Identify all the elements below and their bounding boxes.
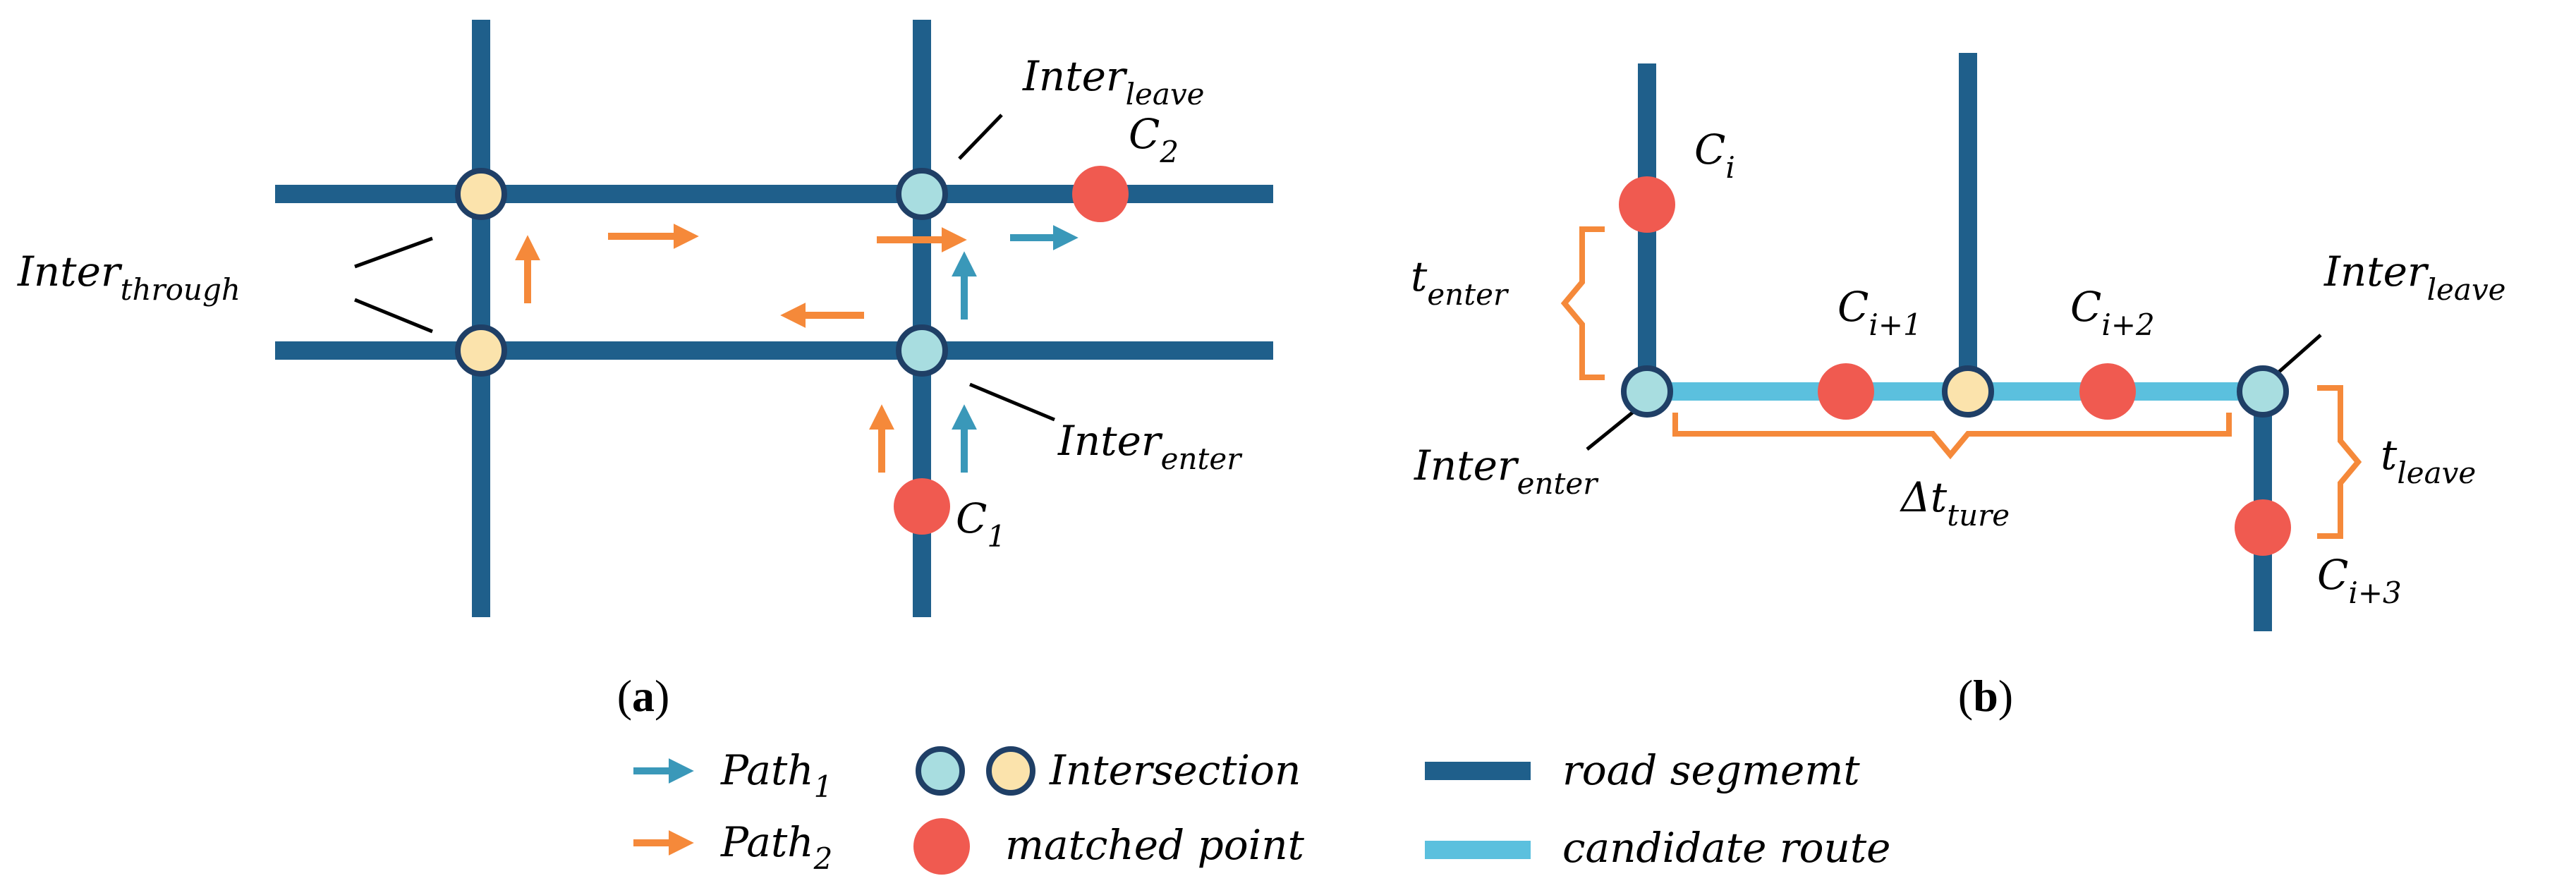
label-inter-leave-a: Interleave: [1022, 52, 1205, 111]
leader-lines-a: [354, 114, 1055, 422]
label-delta-t: Δtture: [1900, 473, 2010, 533]
intersection-blue: [896, 168, 948, 220]
label-inter-enter-a: Interenter: [1057, 417, 1243, 476]
path2-arrows-a: [515, 224, 967, 473]
label-inter-through: Interthrough: [17, 248, 241, 307]
label-t-enter: tenter: [1411, 253, 1509, 312]
matched-point-ci2: [2079, 363, 2136, 420]
bracket-t-leave: [2317, 385, 2362, 539]
intersection-yellow: [455, 168, 507, 220]
matched-point-c1: [894, 478, 950, 535]
caption-b: (b): [1958, 671, 2013, 721]
road-network-a: [275, 20, 1273, 617]
matched-point-c2: [1072, 166, 1129, 222]
leader-line: [1586, 409, 1636, 451]
legend-intersection-blue: [916, 746, 965, 796]
label-ci: Ci: [1694, 126, 1735, 185]
leader-line: [958, 114, 1003, 160]
brackets-b: [1560, 226, 2362, 539]
leader-lines-b: [1586, 334, 2322, 451]
intersection-yellow: [455, 324, 507, 377]
label-inter-leave-b: Interleave: [2323, 248, 2506, 307]
leader-line: [969, 382, 1055, 422]
intersection-yellow: [1942, 365, 1994, 418]
legend-path1-label: Path1: [720, 746, 832, 804]
bracket-delta-t: [1672, 413, 2232, 460]
intersection-blue: [2237, 365, 2289, 418]
legend-road-segment-label: road segmemt: [1562, 746, 1860, 794]
label-t-leave: tleave: [2381, 431, 2476, 490]
path1-arrows-a: [952, 225, 1079, 473]
panel-b: Ci tenter Ci+1 Ci+2 Interleave Interente…: [1411, 53, 2506, 721]
intersections-a: [455, 168, 948, 377]
label-c2: C2: [1129, 110, 1179, 169]
label-inter-enter-b: Interenter: [1414, 442, 1599, 501]
legend-path2-label: Path2: [720, 818, 832, 876]
caption-a: (a): [617, 671, 670, 721]
intersections-b: [1621, 365, 2289, 418]
label-ci3: Ci+3: [2317, 551, 2402, 610]
legend: Path1 Path2 Intersection matched point r…: [633, 746, 1891, 876]
leader-line: [354, 298, 433, 334]
matched-point-ci3: [2235, 499, 2291, 556]
bracket-t-enter: [1560, 226, 1605, 380]
intersection-blue: [1621, 365, 1673, 418]
leader-line: [2277, 334, 2322, 374]
label-ci2: Ci+2: [2070, 283, 2155, 342]
panel-a: Interleave C2 Interthrough Interenter C1…: [17, 20, 1273, 721]
leader-line: [354, 236, 433, 269]
legend-matched-point: [913, 818, 970, 875]
label-c1: C1: [956, 494, 1006, 554]
legend-intersection-yellow: [986, 746, 1035, 796]
legend-candidate-route-label: candidate route: [1562, 824, 1891, 872]
matched-point-ci1: [1818, 363, 1874, 420]
label-ci1: Ci+1: [1837, 283, 1922, 342]
legend-intersection-label: Intersection: [1049, 746, 1301, 794]
matched-point-ci: [1619, 176, 1675, 233]
legend-matched-point-label: matched point: [1005, 821, 1305, 869]
intersection-blue: [896, 324, 948, 377]
